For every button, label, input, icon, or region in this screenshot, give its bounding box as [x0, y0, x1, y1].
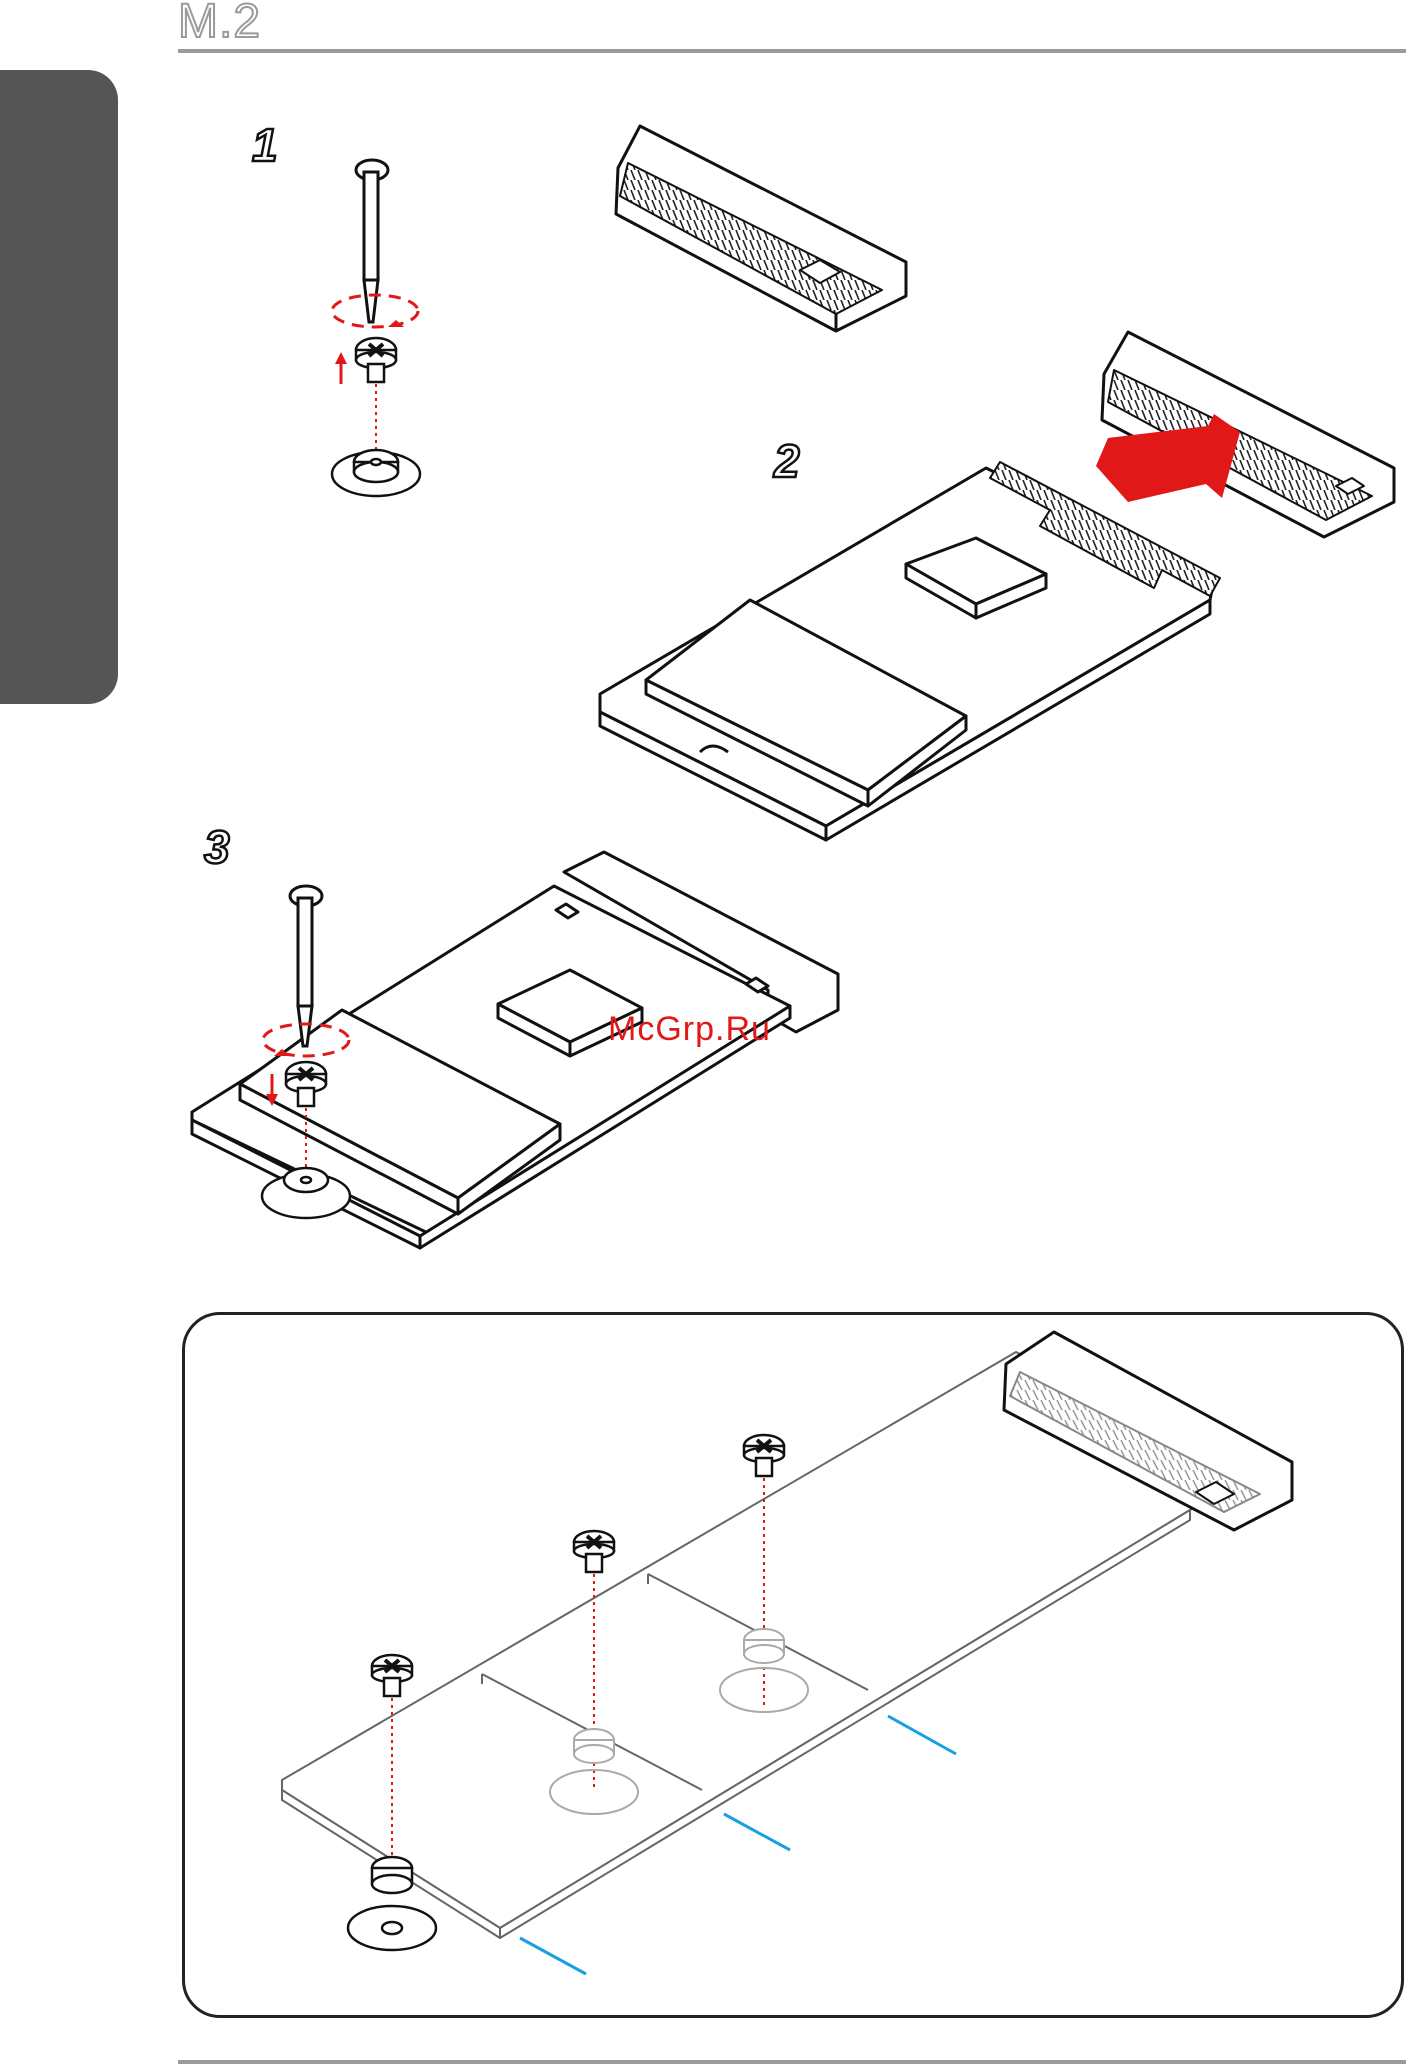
screw-icon — [356, 338, 396, 382]
standoff-icon — [332, 450, 420, 496]
watermark: McGrp.Ru — [608, 1010, 771, 1049]
length-options-panel — [182, 1312, 1404, 2018]
step1-illustration — [332, 160, 420, 496]
step-1-number: 1 — [252, 118, 278, 172]
m2-card — [600, 462, 1220, 840]
screwdriver-icon — [290, 886, 322, 1046]
footer-rule — [178, 2060, 1406, 2064]
step3-illustration — [192, 852, 838, 1248]
step-3-number: 3 — [204, 820, 230, 874]
screwdriver-icon — [356, 160, 388, 322]
step-2-number: 2 — [774, 434, 800, 488]
m2-connector-top — [616, 126, 906, 331]
step2-illustration — [600, 126, 1394, 840]
